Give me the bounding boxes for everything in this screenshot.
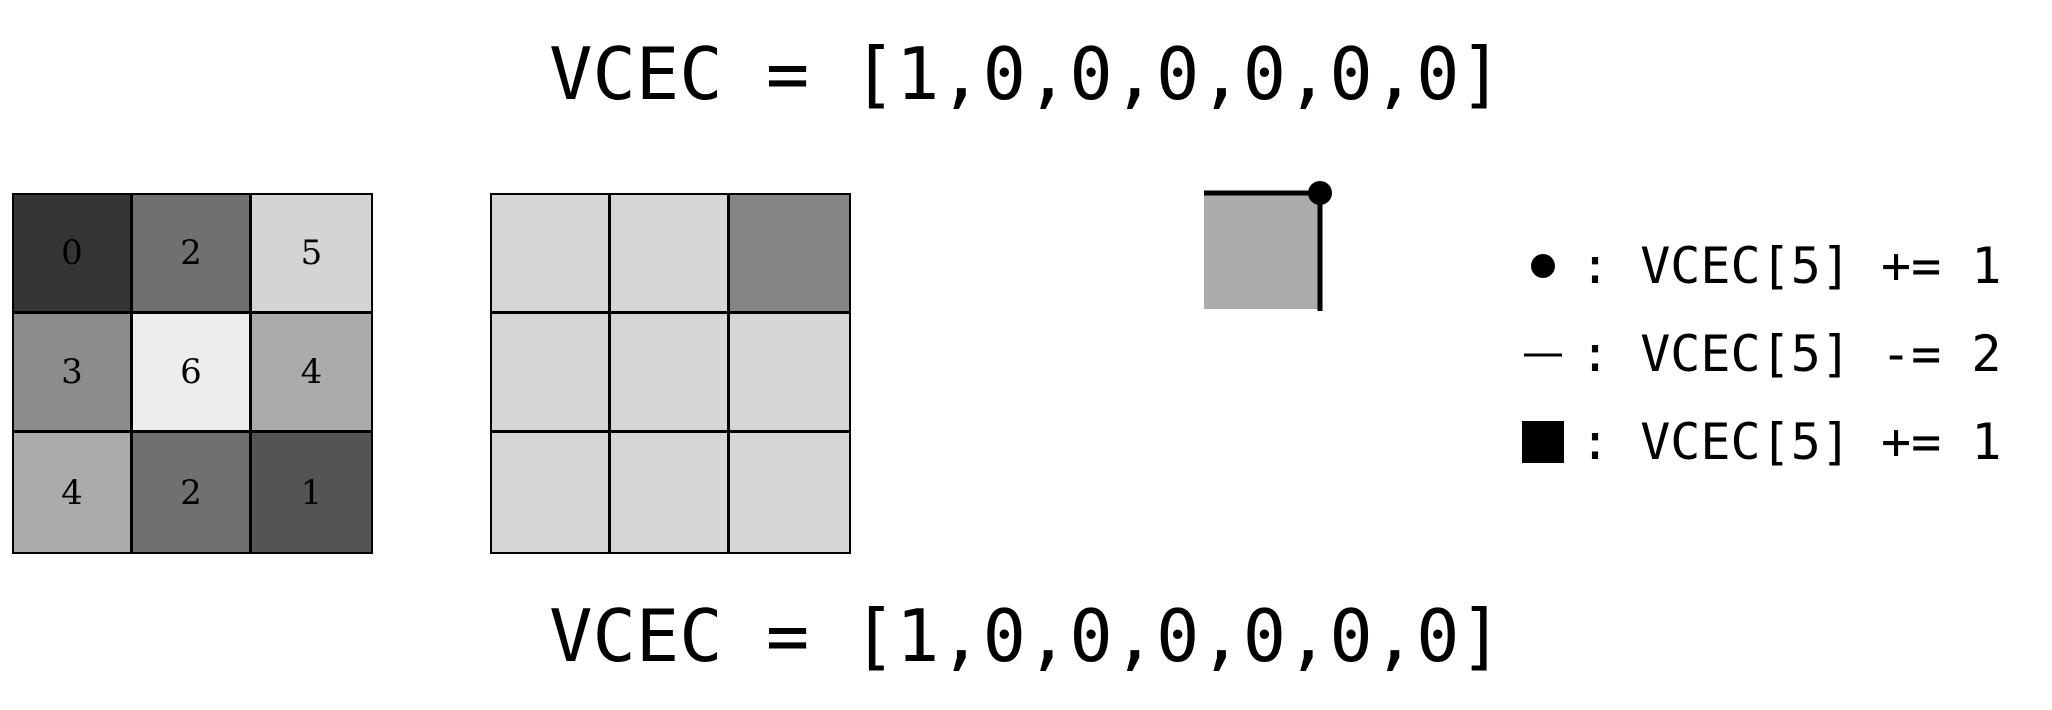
pixel-square — [1204, 193, 1320, 309]
value-grid-cell: 4 — [252, 314, 371, 433]
legend-text-dot: : VCEC[5] += 1 — [1580, 237, 2002, 295]
legend-text-square: : VCEC[5] += 1 — [1580, 413, 2002, 471]
mask-grid-cell — [492, 195, 611, 314]
value-grid-cell: 2 — [133, 195, 252, 314]
mask-grid-cell — [492, 314, 611, 433]
value-grid-cell: 1 — [252, 433, 371, 552]
value-grid-cell: 3 — [14, 314, 133, 433]
vcec-top-label: VCEC = [1,0,0,0,0,0,0] — [549, 32, 1503, 116]
mask-grid-cell — [611, 433, 730, 552]
legend-row-edge: : VCEC[5] -= 2 — [1520, 310, 2001, 398]
value-grid-cell: 2 — [133, 433, 252, 552]
value-grid-cell: 5 — [252, 195, 371, 314]
mask-grid-cell — [611, 314, 730, 433]
mask-grid — [490, 193, 851, 554]
vcec-bottom-label: VCEC = [1,0,0,0,0,0,0] — [549, 594, 1503, 678]
legend-text-edge: : VCEC[5] -= 2 — [1580, 325, 2002, 383]
square-icon — [1520, 420, 1566, 464]
mask-grid-cell — [730, 195, 849, 314]
value-grid-cell: 0 — [14, 195, 133, 314]
mask-grid-cell — [611, 195, 730, 314]
mask-grid-cell — [492, 433, 611, 552]
pixel-vertex-dot — [1308, 181, 1332, 205]
edge-icon — [1520, 339, 1566, 369]
dot-icon — [1520, 251, 1566, 281]
value-grid-cell: 4 — [14, 433, 133, 552]
value-grid-cell: 6 — [133, 314, 252, 433]
legend-row-square: : VCEC[5] += 1 — [1520, 398, 2001, 486]
mask-grid-cell — [730, 433, 849, 552]
pixel-diagram — [1204, 181, 1332, 311]
legend: : VCEC[5] += 1 : VCEC[5] -= 2 : VCEC[5] … — [1520, 222, 2001, 486]
mask-grid-cell — [730, 314, 849, 433]
legend-row-dot: : VCEC[5] += 1 — [1520, 222, 2001, 310]
